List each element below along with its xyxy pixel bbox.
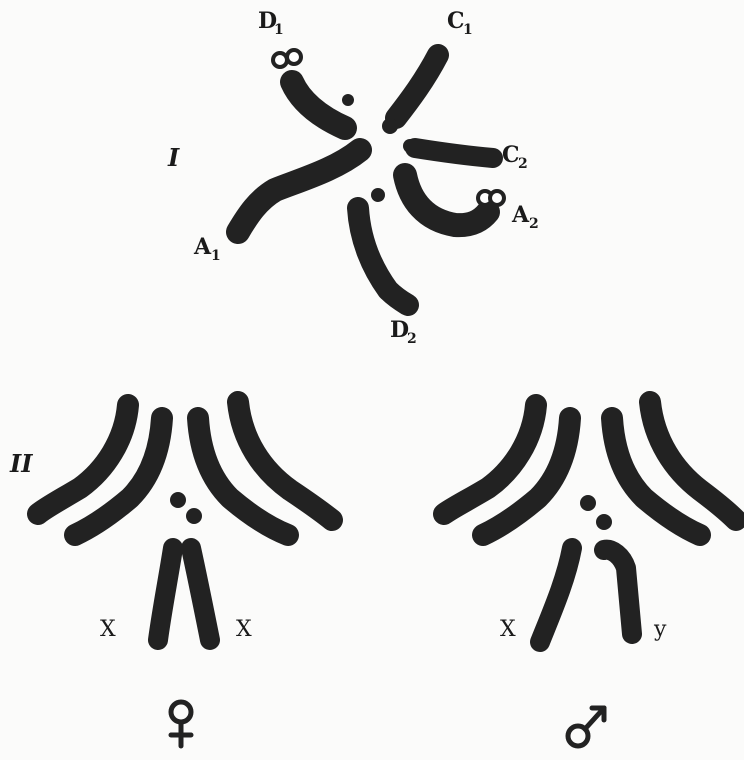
- chromosome-c1: [396, 55, 438, 118]
- female-symbol-icon: [171, 702, 191, 746]
- label-a1-letter: A: [193, 234, 212, 260]
- male-x-label: X: [500, 617, 516, 642]
- label-a2-sub: 2: [529, 216, 539, 232]
- female-karyotype: [38, 402, 332, 640]
- satellite-dot: [342, 94, 354, 106]
- female-x-right-label: X: [236, 617, 252, 642]
- centromere: [170, 492, 186, 508]
- x-chromosome: [191, 548, 210, 640]
- male-symbol-icon: [568, 708, 604, 746]
- label-c2-letter: C: [502, 142, 520, 168]
- chromosome-d2: [358, 208, 408, 305]
- chromosome-d1: [273, 50, 354, 128]
- centromere: [580, 495, 596, 511]
- female-x-left-label: X: [100, 617, 116, 642]
- label-a2-letter: A: [511, 202, 530, 228]
- centromere: [382, 118, 398, 134]
- centromere: [596, 514, 612, 530]
- label-c2-sub: 2: [518, 156, 528, 172]
- label-c1-letter: C: [447, 8, 465, 34]
- centromere: [371, 188, 385, 202]
- label-d2-sub: 2: [407, 331, 417, 347]
- chromosome-a2: [405, 175, 504, 225]
- chromosome-a1: [238, 150, 360, 232]
- satellite-icon: [273, 53, 287, 67]
- x-chromosome: [540, 548, 572, 642]
- male-karyotype: [444, 402, 736, 642]
- label-c1-sub: 1: [463, 22, 473, 38]
- label-a1-sub: 1: [211, 248, 221, 264]
- chromosome-c2: [415, 148, 493, 158]
- y-chromosome: [604, 550, 632, 634]
- satellite-icon: [490, 191, 504, 205]
- male-y-label: y: [653, 617, 667, 642]
- x-chromosome: [158, 548, 173, 640]
- centromere: [186, 508, 202, 524]
- satellite-icon: [287, 50, 301, 64]
- panel-i-label: I: [167, 143, 180, 172]
- label-d1-sub: 1: [274, 22, 284, 38]
- panel-ii-label: II: [9, 449, 33, 478]
